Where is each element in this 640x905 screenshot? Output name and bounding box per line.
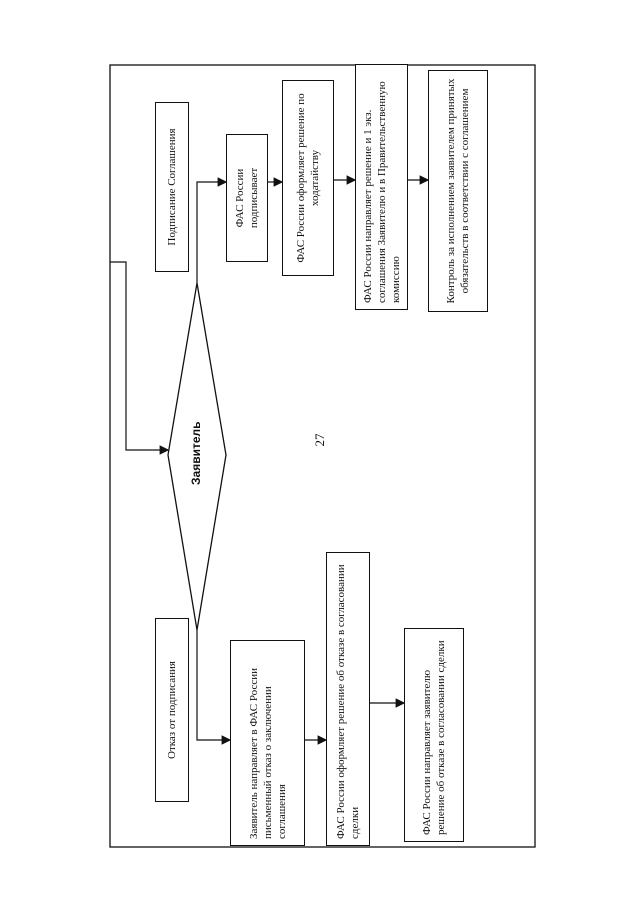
box-sign-step4: Контроль за исполнением заявителем приня… (428, 70, 488, 312)
sign-step1-text: ФАС России подписывает (234, 167, 260, 229)
sign-step4-text: Контроль за исполнением заявителем приня… (445, 78, 471, 304)
connector-start (110, 261, 170, 455)
sign-header-text: Подписание Соглашения (166, 128, 178, 246)
box-refuse-header: Отказ от подписания (155, 618, 189, 802)
refuse-step1-text: Заявитель направляет в ФАС России письме… (247, 668, 288, 839)
sign-step3-text: ФАС России направляет решение и 1 экз. с… (361, 81, 402, 303)
box-refuse-step2: ФАС России оформляет решение об отказе в… (326, 552, 370, 846)
connector-to-refuse (196, 630, 232, 745)
refuse-step2-text: ФАС России оформляет решение об отказе в… (335, 564, 361, 839)
decision-label: Заявитель (189, 421, 203, 486)
box-sign-step1: ФАС России подписывает (226, 134, 268, 262)
box-sign-header: Подписание Соглашения (155, 102, 189, 272)
box-refuse-step1: Заявитель направляет в ФАС России письме… (230, 640, 305, 846)
box-sign-step2: ФАС России оформляет решение по ходатайс… (282, 80, 334, 276)
sign-step2-text: ФАС России оформляет решение по ходатайс… (295, 93, 321, 263)
box-refuse-step3: ФАС России направляет заявителю решение … (404, 628, 464, 842)
refuse-step3-text: ФАС России направляет заявителю решение … (421, 640, 447, 835)
connector-to-sign (196, 177, 228, 283)
box-sign-step3: ФАС России направляет решение и 1 экз. с… (355, 64, 408, 310)
refuse-header-text: Отказ от подписания (166, 661, 178, 759)
outer-frame (109, 64, 536, 848)
